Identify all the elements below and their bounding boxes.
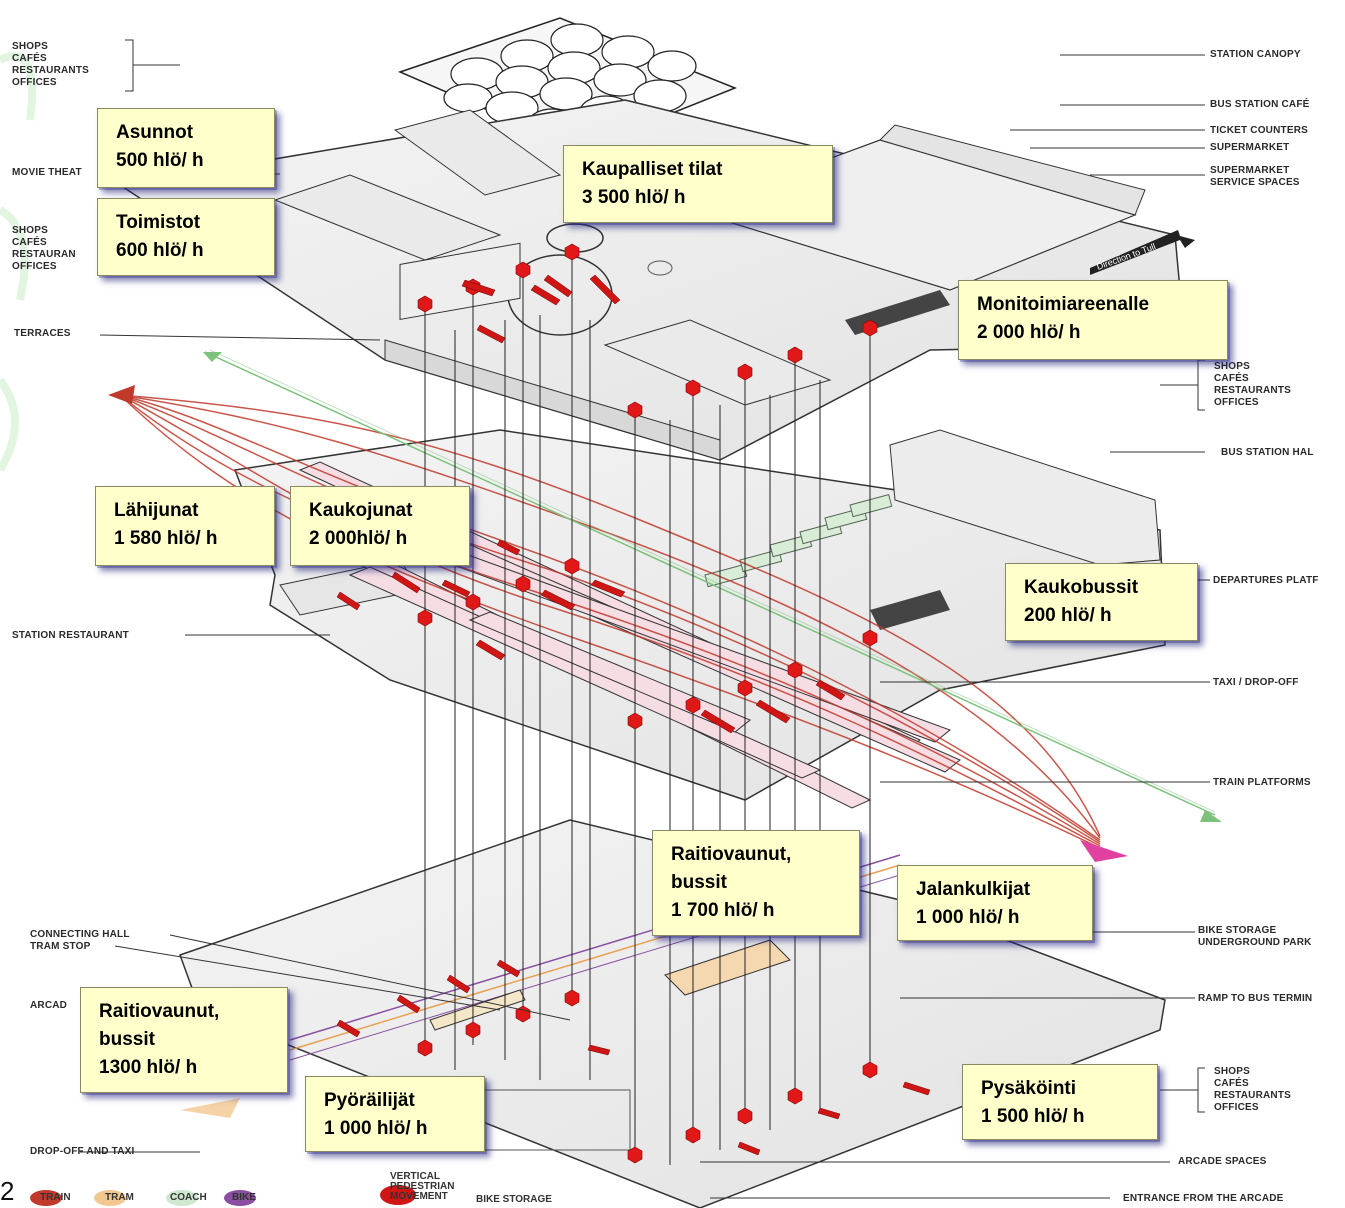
right-label-station-canopy: STATION CANOPY [1210,49,1301,60]
right-label-entrance: ENTRANCE FROM THE ARCADE [1123,1193,1284,1204]
right-label-train-platforms: TRAIN PLATFORMS [1213,777,1311,788]
right-label-taxi: TAXI / DROP-OFF [1213,677,1299,688]
vertical-lines [424,250,871,1165]
legend-tram: TRAM [105,1192,134,1203]
legend-train: TRAIN [40,1192,71,1203]
legend-coach: COACH [170,1192,207,1203]
legend-swatches [30,1185,416,1206]
right-label-ramp: RAMP TO BUS TERMIN [1198,993,1313,1004]
right-label-departures: DEPARTURES PLATF [1213,575,1319,586]
left-label-movie-theater: MOVIE THEAT [12,167,82,178]
right-label-supermarket: SUPERMARKET [1210,142,1290,153]
page-number: 2 [0,1176,15,1206]
right-label-arcade-spaces: ARCADE SPACES [1178,1156,1267,1167]
left-label-drop-off: DROP-OFF AND TAXI [30,1146,135,1157]
legend-bike: BIKE [232,1192,256,1203]
upper-level: Direction to Tull [117,99,1195,461]
movement-markers [417,243,878,1164]
right-label-bus-station-hall: BUS STATION HAL [1221,447,1314,458]
left-label-arcade: ARCAD [30,1000,68,1011]
legend-bike-storage: BIKE STORAGE [476,1194,552,1205]
left-label-terraces: TERRACES [14,328,71,339]
train-tracks [119,394,1101,849]
right-label-ticket-counters: TICKET COUNTERS [1210,125,1308,136]
left-label-station-restaurant: STATION RESTAURANT [12,630,129,641]
right-label-bus-cafe: BUS STATION CAFÉ [1210,99,1310,110]
